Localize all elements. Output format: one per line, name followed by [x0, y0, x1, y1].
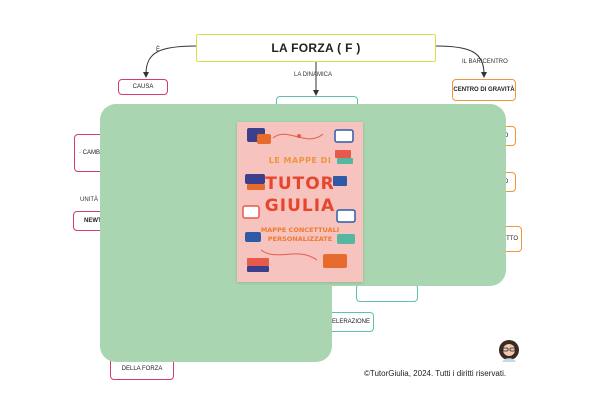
book-icon [337, 158, 353, 164]
book-icon [245, 232, 261, 242]
tutor-giulia-avatar [499, 340, 519, 362]
copyright-notice: ©TutorGiulia, 2024. Tutti i diritti rise… [364, 369, 507, 378]
book-icon [242, 205, 260, 219]
book-icon [337, 234, 355, 244]
arrowhead-left [143, 72, 149, 78]
tutor-giulia-poster: LE MAPPE DI TUTOR GIULIA MAPPE CONCETTUA… [237, 122, 363, 282]
book-icon [245, 174, 265, 184]
swirl-icon [260, 249, 318, 261]
book-icon [323, 254, 347, 268]
book-icon [247, 266, 269, 272]
node-causa: CAUSA [118, 79, 168, 95]
arrowhead-center [313, 90, 319, 96]
poster-line-1: LE MAPPE DI [268, 156, 332, 165]
link-label-right: IL BARICENTRO [462, 59, 508, 65]
swirl-icon [272, 133, 324, 140]
connector-left [145, 45, 197, 75]
poster-line-3: GIULIA [264, 196, 336, 216]
arrowhead-right [481, 72, 487, 78]
book-icon [247, 258, 269, 266]
node-centro-gravita: CENTRO DI GRAVITÀ [452, 79, 516, 101]
book-icon [257, 134, 271, 144]
poster-decorations [242, 128, 356, 272]
connector-right [435, 45, 485, 75]
link-label-unit: UNITÀ D [80, 197, 104, 203]
book-icon [247, 184, 265, 190]
link-label-center: LA DINAMICA [294, 72, 333, 78]
poster-line-4: MAPPE CONCETTUALI [260, 226, 340, 234]
poster-line-2: TUTOR [265, 174, 335, 194]
book-icon [336, 209, 356, 223]
book-icon [335, 150, 351, 158]
poster-line-5: PERSONALIZZATE [267, 235, 333, 243]
map-title: LA FORZA ( F ) [196, 34, 436, 62]
book-icon [334, 129, 354, 143]
node-accelerazione: ACCELERAZIONE [319, 312, 374, 332]
link-label-left: È [156, 47, 161, 53]
book-icon [333, 176, 347, 186]
node-teal-lower [356, 284, 418, 302]
